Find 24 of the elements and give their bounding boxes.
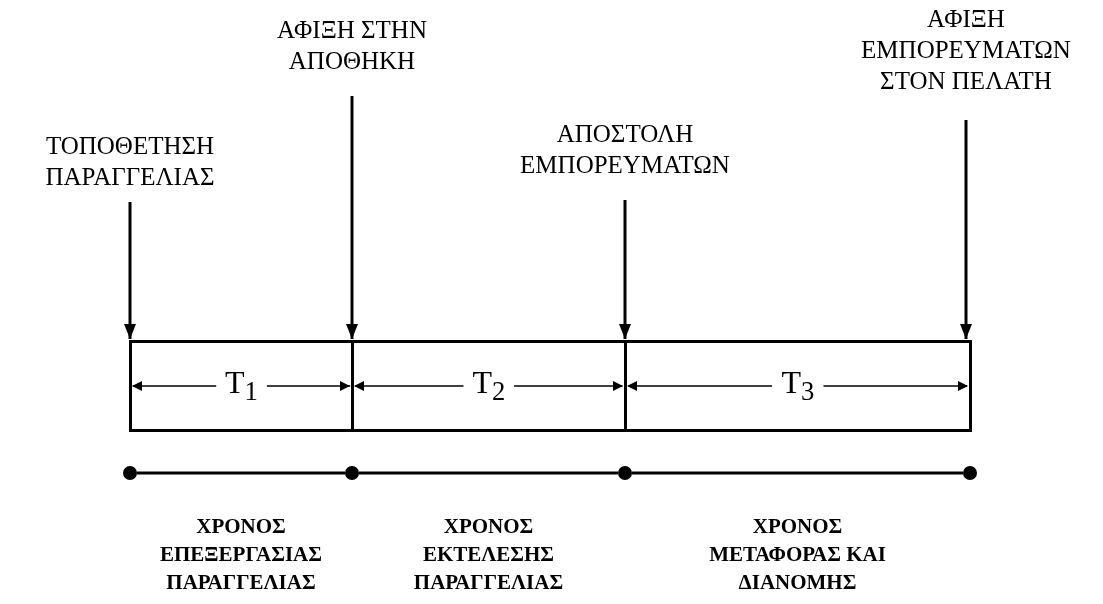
arrow [346,96,358,339]
dot-marker [123,466,137,480]
period-box [129,340,354,432]
timeline-line [137,471,345,475]
dot-marker [345,466,359,480]
period-label: ΧΡΟΝΟΣ ΕΠΕΞΕΡΓΑΣΙΑΣ ΠΑΡΑΓΓΕΛΙΑΣ [159,513,323,596]
period-symbol: T$_{1}$ [224,364,259,408]
event-label: ΑΦΙΞΗ ΕΜΠΟΡΕΥΜΑΤΩΝ ΣΤΟΝ ΠΕΛΑΤΗ [856,3,1076,96]
timeline-line [359,471,618,475]
event-label: ΑΠΟΣΤΟΛΗ ΕΜΠΟΡΕΥΜΑΤΩΝ [485,118,765,180]
period-box [624,340,972,432]
arrow [124,202,136,339]
period-label: ΧΡΟΝΟΣ ΜΕΤΑΦΟΡΑΣ ΚΑΙ ΔΙΑΝΟΜΗΣ [708,513,887,596]
period-symbol: T$_{2}$ [471,364,507,408]
arrow [960,120,972,339]
period-box [351,340,627,432]
period-symbol: T$_{3}$ [780,364,816,408]
arrow [619,200,631,339]
event-label: ΤΟΠΟΘΕΤΗΣΗ ΠΑΡΑΓΓΕΛΙΑΣ [5,130,255,192]
dot-marker [963,466,977,480]
event-label: ΑΦΙΞΗ ΣΤΗΝ ΑΠΟΘΗΚΗ [242,14,462,76]
dot-marker [618,466,632,480]
period-label: ΧΡΟΝΟΣ ΕΚΤΕΛΕΣΗΣ ΠΑΡΑΓΓΕΛΙΑΣ [412,513,565,596]
timeline-line [632,471,963,475]
